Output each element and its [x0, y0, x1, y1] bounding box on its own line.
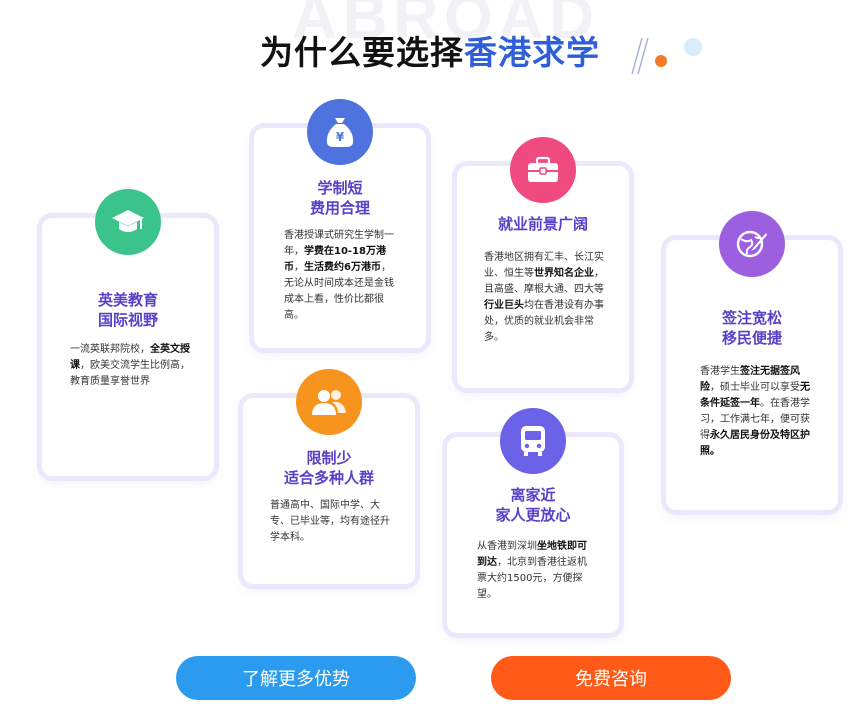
card-body-text: 。在香港学习，工作满七年，便可获得 [700, 398, 810, 441]
card-body: 香港学生签注无据签风险，硕士毕业可以享受无条件延签一年。在香港学习，工作满七年，… [700, 364, 814, 460]
card-body-emphasis: 世界知名企业 [534, 268, 594, 279]
card-employment: 就业前景广阔 香港地区拥有汇丰、长江实业、恒生等世界知名企业，且高盛、摩根大通、… [457, 137, 629, 388]
card-body: 香港地区拥有汇丰、长江实业、恒生等世界知名企业，且高盛、摩根大通、四大等行业巨头… [484, 250, 604, 346]
card-title-line1: 离家近 [510, 486, 556, 504]
page-title: 为什么要选择香港求学 [0, 26, 860, 74]
abroad-watermark: ABROAD [292, 0, 601, 52]
card-title-line1: 签注宽松 [721, 309, 782, 327]
card-title-line1: 学制短 [317, 179, 363, 197]
card-short-program: ¥ 学制短费用合理 香港授课式研究生学制一年，学费在10-18万港币，生活费约6… [254, 99, 426, 348]
card-body-text: 香港学生 [700, 366, 740, 377]
free-consultation-button[interactable]: 免费咨询 [491, 656, 731, 700]
card-body-text: ，欧美交流学生比例高，教育质量享誉世界 [70, 360, 190, 387]
card-title-line2: 国际视野 [97, 311, 158, 329]
card-title-line2: 适合多种人群 [283, 469, 374, 487]
card-body-emphasis: 全英文授课 [70, 344, 190, 371]
card-body-text: 普通高中、国际中学、大专、已毕业等，均有途径升学本科。 [270, 500, 390, 543]
card-body-text: ， [294, 262, 304, 273]
card-body-text: 一流英联邦院校， [70, 344, 150, 355]
card-english-education: 英美教育国际视野 一流英联邦院校，全英文授课，欧美交流学生比例高，教育质量享誉世… [42, 189, 214, 476]
card-body-emphasis: 生活费约6万港币 [304, 262, 381, 273]
card-title-line1: 限制少 [306, 449, 352, 467]
money-bag-icon: ¥ [307, 99, 373, 165]
card-body-text: ，北京到香港往返机票大约1500元，方便探望。 [477, 557, 587, 600]
card-body-emphasis: 签注无据签风险 [700, 366, 800, 393]
title-prefix: 为什么要选择 [260, 33, 464, 72]
svg-text:¥: ¥ [336, 130, 345, 144]
users-icon [296, 369, 362, 435]
card-title: 就业前景广阔 [497, 215, 588, 233]
card-body-text: ，且高盛、摩根大通、四大等 [484, 268, 604, 295]
card-body-emphasis: 无条件延签一年 [700, 382, 810, 409]
card-body: 普通高中、国际中学、大专、已毕业等，均有途径升学本科。 [270, 498, 390, 546]
card-title-line2: 家人更放心 [495, 506, 571, 524]
card-close-to-home: 离家近家人更放心 从香港到深圳坐地铁即可到达，北京到香港往返机票大约1500元，… [447, 408, 619, 633]
card-body-text: 从香港到深圳 [477, 541, 537, 552]
card-body-text: ，硕士毕业可以享受 [710, 382, 800, 393]
card-body-emphasis: 坐地铁即可到达 [477, 541, 587, 568]
card-visa-immigration: 签注宽松移民便捷 香港学生签注无据签风险，硕士毕业可以享受无条件延签一年。在香港… [666, 211, 838, 510]
orange-dot-decoration [655, 55, 667, 67]
slash-decoration [631, 37, 649, 75]
card-title-line2: 移民便捷 [721, 329, 782, 347]
card-body-emphasis: 行业巨头 [484, 300, 524, 311]
card-body-text: 香港授课式研究生学制一年， [284, 230, 394, 257]
blue-dot-decoration [684, 38, 702, 56]
briefcase-icon [510, 137, 576, 203]
card-title-line1: 英美教育 [97, 291, 158, 309]
card-body-emphasis: 学费在10-18万港币 [284, 246, 386, 273]
card-body-text: 均在香港设有办事处，优质的就业机会非常多。 [484, 300, 604, 343]
globe-pen-icon [719, 211, 785, 277]
card-body-emphasis: 永久居民身份及特区护照。 [700, 430, 810, 457]
graduation-cap-icon [95, 189, 161, 255]
card-body: 香港授课式研究生学制一年，学费在10-18万港币，生活费约6万港币，无论从时间成… [284, 228, 398, 324]
bus-icon [500, 408, 566, 474]
card-title-line2: 费用合理 [309, 199, 370, 217]
card-body: 从香港到深圳坐地铁即可到达，北京到香港往返机票大约1500元，方便探望。 [477, 539, 595, 603]
title-highlight: 香港求学 [464, 33, 600, 72]
learn-more-advantages-button[interactable]: 了解更多优势 [176, 656, 416, 700]
card-body-text: ，无论从时间成本还是金钱成本上看，性价比都很高。 [284, 262, 394, 321]
card-body: 一流英联邦院校，全英文授课，欧美交流学生比例高，教育质量享誉世界 [70, 342, 190, 390]
card-few-restrictions: 限制少适合多种人群 普通高中、国际中学、大专、已毕业等，均有途径升学本科。 [243, 369, 415, 584]
card-body-text: 香港地区拥有汇丰、长江实业、恒生等 [484, 252, 604, 279]
